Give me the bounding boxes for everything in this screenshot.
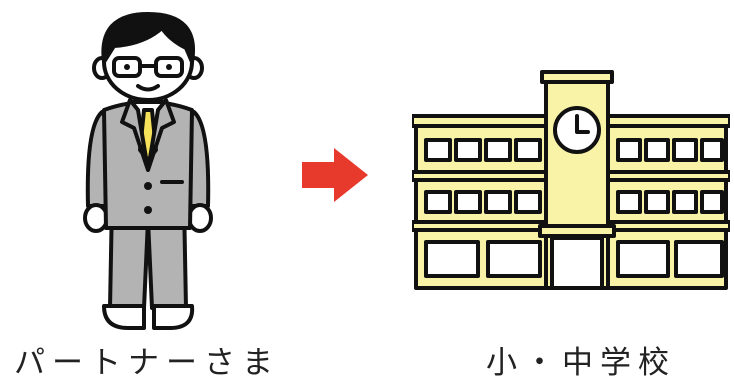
partner-label: パートナーさま bbox=[14, 345, 280, 381]
business-person-icon bbox=[83, 12, 213, 330]
school-label: 小・中学校 bbox=[486, 345, 676, 381]
right-arrow-icon bbox=[302, 148, 368, 202]
school-building-icon bbox=[412, 70, 730, 290]
